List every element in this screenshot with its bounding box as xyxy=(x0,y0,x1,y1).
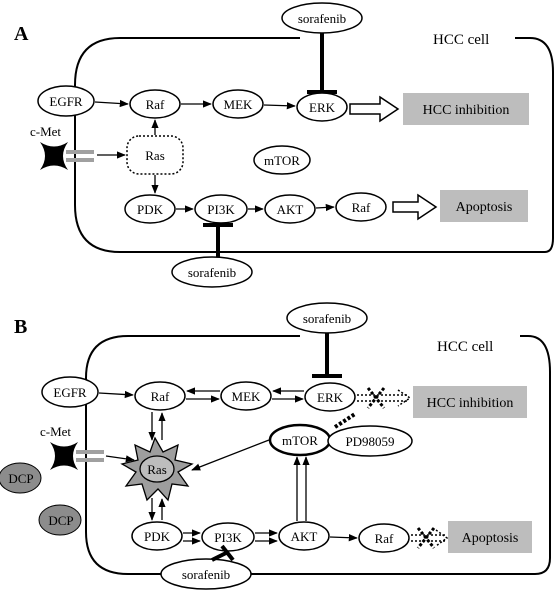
panel-a-node-egfr xyxy=(37,85,95,117)
panel-b-outcome-inhibition-box xyxy=(413,386,527,418)
panel-a-cmet-label: c-Met xyxy=(30,124,61,139)
panel-b-node-raf2-label: Raf xyxy=(375,531,394,546)
panel-b-inhibit-pi3k-bar xyxy=(220,544,235,562)
panel-a: A HCC cell sorafenib sorafenib EGFR Raf … xyxy=(14,2,554,288)
panel-a-outcome-apoptosis: Apoptosis xyxy=(456,200,513,215)
panel-b-node-pdk xyxy=(131,521,183,551)
panel-b-node-mek xyxy=(220,381,272,411)
panel-a-node-mtor xyxy=(253,145,311,175)
panel-a-arrow-akt-raf xyxy=(315,203,335,212)
panel-b-cmet-label: c-Met xyxy=(40,424,71,439)
panel-a-node-raf2-label: Raf xyxy=(352,200,371,215)
panel-a-cell-membrane xyxy=(74,37,554,253)
panel-a-node-akt xyxy=(264,194,316,224)
panel-b-outcome-apoptosis-box xyxy=(448,521,532,553)
panel-a-outcome-arrow-apoptosis-icon xyxy=(392,193,438,221)
panel-a-node-raf-label: Raf xyxy=(146,97,165,112)
panel-a-sorafenib-bottom-label: sorafenib xyxy=(188,265,236,280)
panel-b-node-egfr xyxy=(41,376,99,408)
panel-b-node-mtor-label: mTOR xyxy=(282,433,318,448)
panel-a-node-erk-label: ERK xyxy=(309,100,336,115)
panel-a-outcome-arrow-inhibition-icon xyxy=(349,95,400,123)
panel-a-arrows xyxy=(94,99,335,213)
panel-a-node-pdk-label: PDK xyxy=(137,202,164,217)
panel-a-arrow-egfr-raf xyxy=(94,99,129,108)
panel-b-letter: B xyxy=(14,316,27,338)
panel-b-node-egfr-label: EGFR xyxy=(53,385,87,400)
panel-b-pd98059 xyxy=(327,425,413,457)
panel-a-sorafenib-bottom xyxy=(171,256,253,288)
panel-a-node-ras xyxy=(126,135,184,175)
panel-b-dcp-2-label: DCP xyxy=(48,513,73,528)
panel-b-outcome-apoptosis: Apoptosis xyxy=(462,531,519,546)
panel-a-node-pi3k xyxy=(194,194,248,224)
panel-b-arrow-egfr-raf xyxy=(98,390,134,399)
panel-b-pd98059-inhibit xyxy=(333,412,357,429)
panel-b-node-mek-label: MEK xyxy=(232,389,262,404)
panel-a-node-akt-label: AKT xyxy=(277,202,304,217)
panel-a-node-raf2 xyxy=(335,192,387,222)
panel-a-node-pdk xyxy=(124,194,176,224)
panel-b-arrow-cmet-ras xyxy=(105,455,135,463)
panel-b-node-pdk-label: PDK xyxy=(144,529,171,544)
panel-a-node-erk xyxy=(296,92,348,122)
panel-b-blocked-arrow-inhibition-icon xyxy=(357,387,412,409)
panel-b-node-akt xyxy=(278,521,330,551)
panel-a-sorafenib-top-label: sorafenib xyxy=(298,11,346,26)
panel-b-node-ras xyxy=(139,455,175,483)
panel-a-node-mtor-label: mTOR xyxy=(264,153,300,168)
panel-a-outcome-apoptosis-box xyxy=(440,190,528,222)
panel-a-node-mek xyxy=(212,89,264,119)
panel-a-node-egfr-label: EGFR xyxy=(49,94,83,109)
panel-b-node-akt-label: AKT xyxy=(291,529,318,544)
panel-b-dcp-1 xyxy=(0,462,42,494)
panel-b-node-raf-label: Raf xyxy=(151,389,170,404)
panel-b-arrow-mtor-ras xyxy=(191,439,270,471)
panel-b-cell-membrane xyxy=(85,335,551,575)
panel-b-node-ras-label: Ras xyxy=(147,462,167,477)
panel-b-sorafenib-bottom xyxy=(160,558,252,590)
panel-b-outcome-inhibition: HCC inhibition xyxy=(427,396,514,411)
panel-b-node-erk-label: ERK xyxy=(317,390,344,405)
panel-b-node-erk xyxy=(304,382,356,412)
panel-b: B HCC cell sorafenib EGFR Raf MEK ERK Ra… xyxy=(0,302,551,590)
panel-b-arrow-akt-raf xyxy=(329,534,358,542)
panel-b-dcp-2 xyxy=(38,504,82,536)
panel-b-cell-label: HCC cell xyxy=(437,339,493,355)
panel-a-arrow-mek-erk xyxy=(263,102,296,110)
panel-b-dcp-1-label: DCP xyxy=(8,471,33,486)
panel-a-node-pi3k-label: PI3K xyxy=(207,202,235,217)
panel-a-outcome-inhibition: HCC inhibition xyxy=(423,103,510,118)
panel-a-outcome-inhibition-box xyxy=(403,93,529,125)
panel-a-cell-label: HCC cell xyxy=(433,32,489,48)
panel-a-node-ras-label: Ras xyxy=(145,148,165,163)
panel-a-letter: A xyxy=(14,23,29,45)
panel-b-node-pi3k-label: PI3K xyxy=(214,530,242,545)
panel-b-sorafenib-top-label: sorafenib xyxy=(303,311,351,326)
panel-b-sorafenib-bottom-label: sorafenib xyxy=(182,567,230,582)
panel-a-node-mek-label: MEK xyxy=(224,97,254,112)
panel-b-cmet-receptor-icon xyxy=(50,442,104,470)
panel-b-pd98059-label: PD98059 xyxy=(345,434,394,449)
panel-b-node-raf2 xyxy=(358,523,410,553)
panel-b-arrows xyxy=(98,387,358,545)
panel-b-blocked-arrow-apoptosis-icon xyxy=(411,527,449,549)
panel-a-cmet-receptor-icon xyxy=(40,142,94,170)
panel-a-node-raf xyxy=(129,89,181,119)
panel-b-node-raf xyxy=(134,381,186,411)
